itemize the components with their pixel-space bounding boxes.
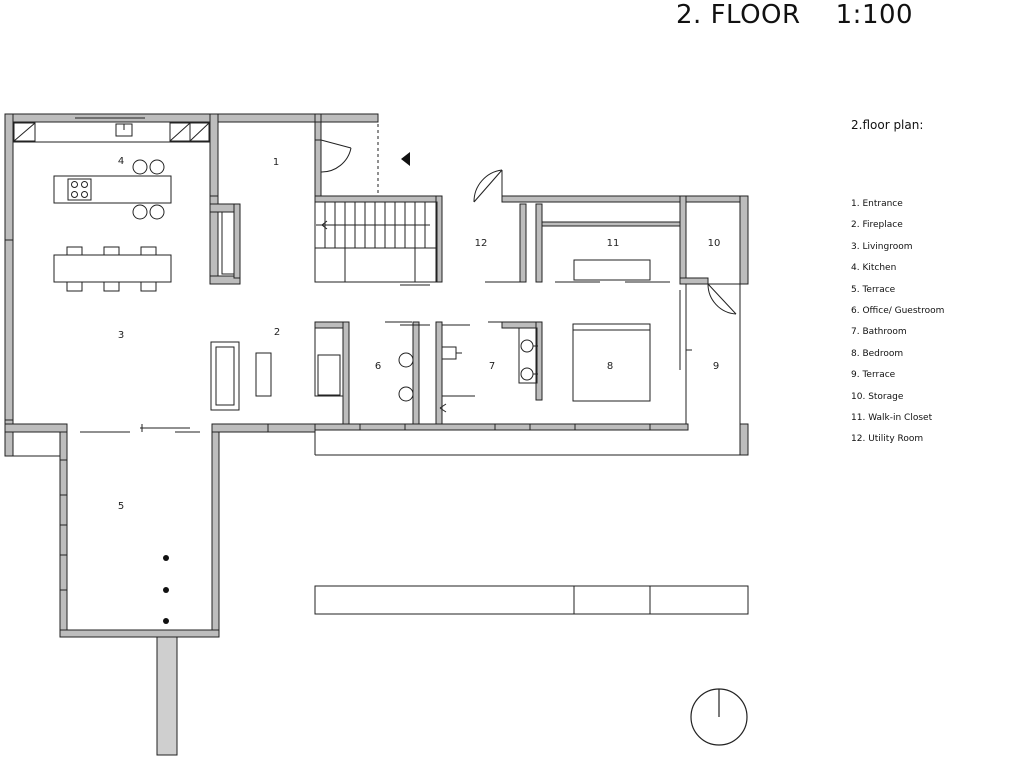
room-label-12: 12	[475, 238, 488, 249]
dining-table	[53, 246, 172, 292]
plan-title: 2. FLOOR 1:100	[676, 0, 914, 30]
room-label-11: 11	[607, 238, 620, 249]
legend-item-1: 1. Entrance	[851, 199, 903, 209]
room-label-2: 2	[274, 327, 280, 338]
legend-heading: 2.floor plan:	[851, 118, 924, 132]
entrance-door	[314, 118, 379, 196]
legend-item-8: 8. Bedroom	[851, 348, 904, 359]
room-label-7: 7	[489, 361, 495, 372]
legend-item-6: 6. Office/ Guestroom	[851, 305, 945, 316]
legend-item-5: 5. Terrace	[851, 284, 896, 295]
room-label-6: 6	[375, 361, 381, 372]
windows	[5, 117, 748, 591]
entrance-arrow-icon	[401, 152, 410, 166]
room-label-1: 1	[273, 157, 279, 168]
legend-item-11: 11. Walk-in Closet	[851, 412, 933, 423]
legend-item-9: 9. Terrace	[851, 370, 896, 381]
kitchen	[13, 122, 210, 220]
bed	[572, 323, 651, 402]
closet-shelf	[573, 259, 651, 281]
bath-door-arrow-icon	[439, 403, 447, 413]
legend-item-12: 12. Utility Room	[851, 434, 924, 445]
utility-door	[473, 169, 503, 203]
terrace-posts	[163, 555, 169, 624]
legend-item-7: 7. Bathroom	[851, 327, 907, 338]
legend-item-2: 2. Fireplace	[851, 220, 903, 231]
room-label-8: 8	[607, 361, 613, 372]
room-labels: 1 2 3 4 5 6 7 8 9 10 11 12	[118, 156, 721, 512]
legend-item-4: 4. Kitchen	[851, 263, 897, 274]
stair-arrow-icon	[321, 220, 328, 230]
room-label-9: 9	[713, 361, 719, 372]
sliding-doors	[80, 281, 692, 433]
terrace-stair	[156, 636, 178, 756]
staircase	[314, 201, 438, 283]
compass-icon	[690, 688, 748, 746]
office-bath-fixtures	[314, 327, 538, 402]
room-label-4: 4	[118, 156, 124, 167]
room-label-3: 3	[118, 330, 124, 341]
walls	[4, 113, 749, 638]
storage-door	[707, 283, 740, 315]
room-label-10: 10	[708, 238, 721, 249]
legend-item-10: 10. Storage	[851, 391, 904, 402]
room-label-5: 5	[118, 501, 124, 512]
room-legend: 1. Entrance 2. Fireplace 3. Livingroom 4…	[851, 199, 945, 457]
legend-item-3: 3. Livingroom	[851, 241, 913, 252]
lounge-furniture	[210, 211, 272, 411]
scale-bar	[314, 585, 749, 615]
